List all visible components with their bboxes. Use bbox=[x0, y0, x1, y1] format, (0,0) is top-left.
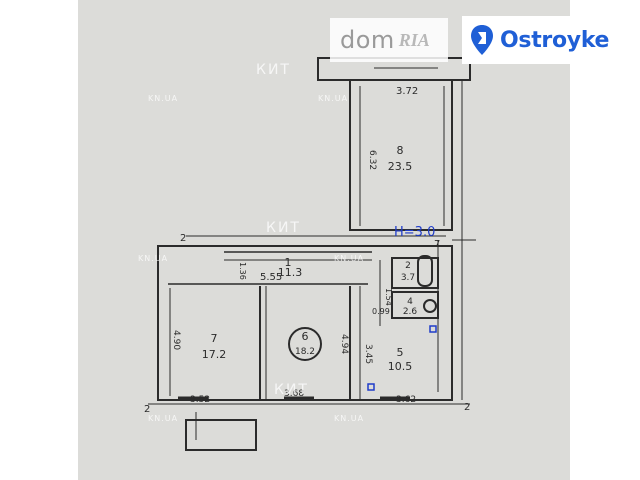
room-4-number: 4 bbox=[407, 297, 413, 307]
apartment-outline bbox=[157, 245, 453, 401]
toilet bbox=[423, 299, 437, 313]
watermark-url: KN.UA bbox=[148, 414, 179, 423]
room-5-number: 5 bbox=[397, 346, 404, 359]
dim-bath-small: 1.54 bbox=[384, 288, 393, 306]
floor-plan-drawing: 8 23.5 1 11.3 2 3.7 4 2.6 7 17.2 6 18.2 … bbox=[144, 52, 476, 451]
dim-room7-height: 4.90 bbox=[171, 330, 181, 350]
room-1-area: 11.3 bbox=[278, 266, 303, 279]
dim-room6-height: 4.94 bbox=[339, 334, 349, 354]
dom-ria-logo: dom RIA bbox=[330, 18, 448, 62]
ostroyke-logo: Ostroyke bbox=[462, 16, 620, 64]
room-6-marker bbox=[288, 327, 322, 361]
ceiling-height: H=3.0 bbox=[394, 225, 435, 240]
axis-label: 2 bbox=[180, 233, 186, 244]
watermark-url: KN.UA bbox=[334, 414, 365, 423]
dim-bottom-right: 3.62 bbox=[396, 395, 416, 405]
watermark-url: KN.UA bbox=[334, 254, 365, 263]
bathtub bbox=[417, 255, 433, 287]
watermark-url: KN.UA bbox=[318, 94, 349, 103]
dim-bath-width: 0.99 bbox=[372, 307, 390, 316]
room-7-number: 7 bbox=[211, 332, 218, 345]
axis-label: 2 bbox=[144, 404, 150, 415]
dim-top-balcony: 3.72 bbox=[396, 86, 418, 97]
room-7-area: 17.2 bbox=[202, 348, 227, 361]
room-2-area: 3.7 bbox=[401, 273, 415, 283]
ostroyke-pin-icon bbox=[471, 25, 493, 55]
dim-bottom-mid: 3.68 bbox=[284, 389, 304, 399]
room-4-area: 2.6 bbox=[403, 307, 418, 317]
dim-bottom-left: 3.52 bbox=[190, 395, 210, 405]
dim-corridor-small: 1.36 bbox=[238, 262, 247, 280]
dom-ria-logo-ria: RIA bbox=[398, 29, 430, 50]
dom-ria-logo-dom: dom bbox=[340, 26, 395, 54]
room-8-number: 8 bbox=[397, 144, 404, 157]
floor-plan-paper: 8 23.5 1 11.3 2 3.7 4 2.6 7 17.2 6 18.2 … bbox=[78, 0, 570, 480]
watermark-kit: КИТ bbox=[274, 382, 309, 398]
axis-label: 7 bbox=[434, 239, 440, 250]
watermark-kit: КИТ bbox=[266, 220, 301, 236]
room-1-number: 1 bbox=[285, 256, 292, 269]
room-6-area: 18.2 bbox=[295, 347, 315, 357]
dim-room5-height: 3.45 bbox=[363, 344, 373, 364]
ostroyke-logo-text: Ostroyke bbox=[500, 27, 610, 53]
watermark-url: KN.UA bbox=[148, 94, 179, 103]
axis-label: 2 bbox=[464, 402, 470, 413]
dim-room8-height: 6.32 bbox=[367, 150, 377, 170]
bottom-balcony bbox=[185, 419, 257, 451]
room-6-number: 6 bbox=[302, 330, 309, 343]
room-5-area: 10.5 bbox=[388, 360, 413, 373]
room-2-number: 2 bbox=[405, 261, 411, 271]
watermark-kit: КИТ bbox=[256, 62, 291, 78]
dim-corridor-length: 5.55 bbox=[260, 272, 282, 283]
watermark-url: KN.UA bbox=[138, 254, 169, 263]
room-8-area: 23.5 bbox=[388, 160, 413, 173]
